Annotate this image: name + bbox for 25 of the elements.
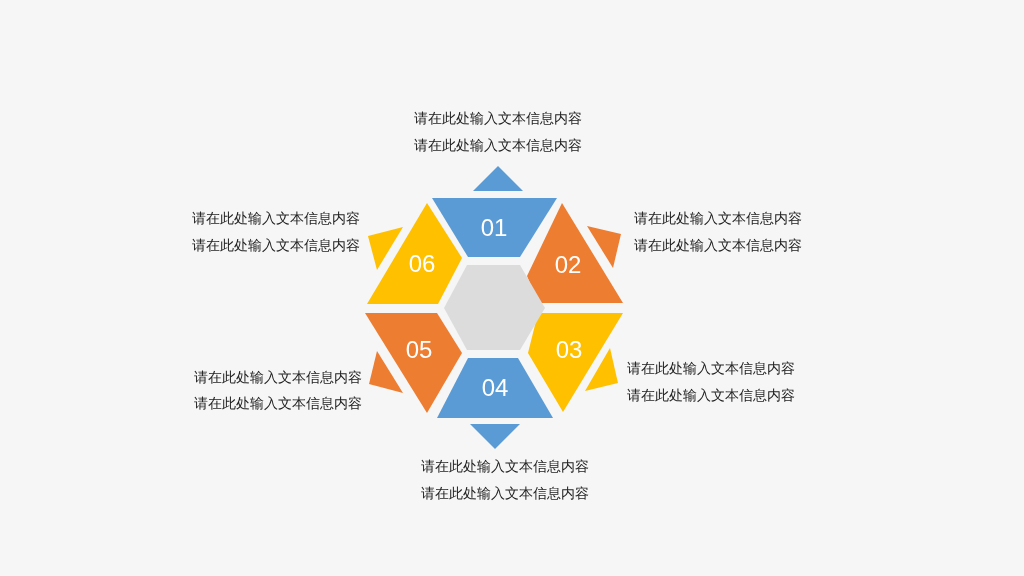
placeholder-text: 请在此处输入文本信息内容 — [192, 209, 360, 227]
segment-shape — [527, 203, 623, 303]
segment-number: 06 — [408, 252, 436, 276]
placeholder-text: 请在此处输入文本信息内容 — [421, 484, 589, 502]
segment-shape — [365, 313, 462, 413]
placeholder-text: 请在此处输入文本信息内容 — [194, 368, 362, 386]
placeholder-text: 请在此处输入文本信息内容 — [627, 359, 795, 377]
segment-shape — [432, 198, 557, 257]
placeholder-text: 请在此处输入文本信息内容 — [192, 236, 360, 254]
segment-number: 04 — [481, 376, 509, 400]
segment-number: 02 — [554, 253, 582, 277]
placeholder-text: 请在此处输入文本信息内容 — [634, 236, 802, 254]
segment-number: 05 — [405, 338, 433, 362]
placeholder-text: 请在此处输入文本信息内容 — [414, 136, 582, 154]
center-hexagon — [444, 265, 545, 350]
placeholder-text: 请在此处输入文本信息内容 — [627, 386, 795, 404]
segment-number: 03 — [555, 338, 583, 362]
placeholder-text: 请在此处输入文本信息内容 — [421, 457, 589, 475]
segment-shape — [528, 313, 623, 412]
segment-number: 01 — [480, 216, 508, 240]
segment-shape — [367, 203, 462, 304]
segment-shape — [437, 358, 553, 418]
placeholder-text: 请在此处输入文本信息内容 — [634, 209, 802, 227]
placeholder-text: 请在此处输入文本信息内容 — [414, 109, 582, 127]
placeholder-text: 请在此处输入文本信息内容 — [194, 394, 362, 412]
